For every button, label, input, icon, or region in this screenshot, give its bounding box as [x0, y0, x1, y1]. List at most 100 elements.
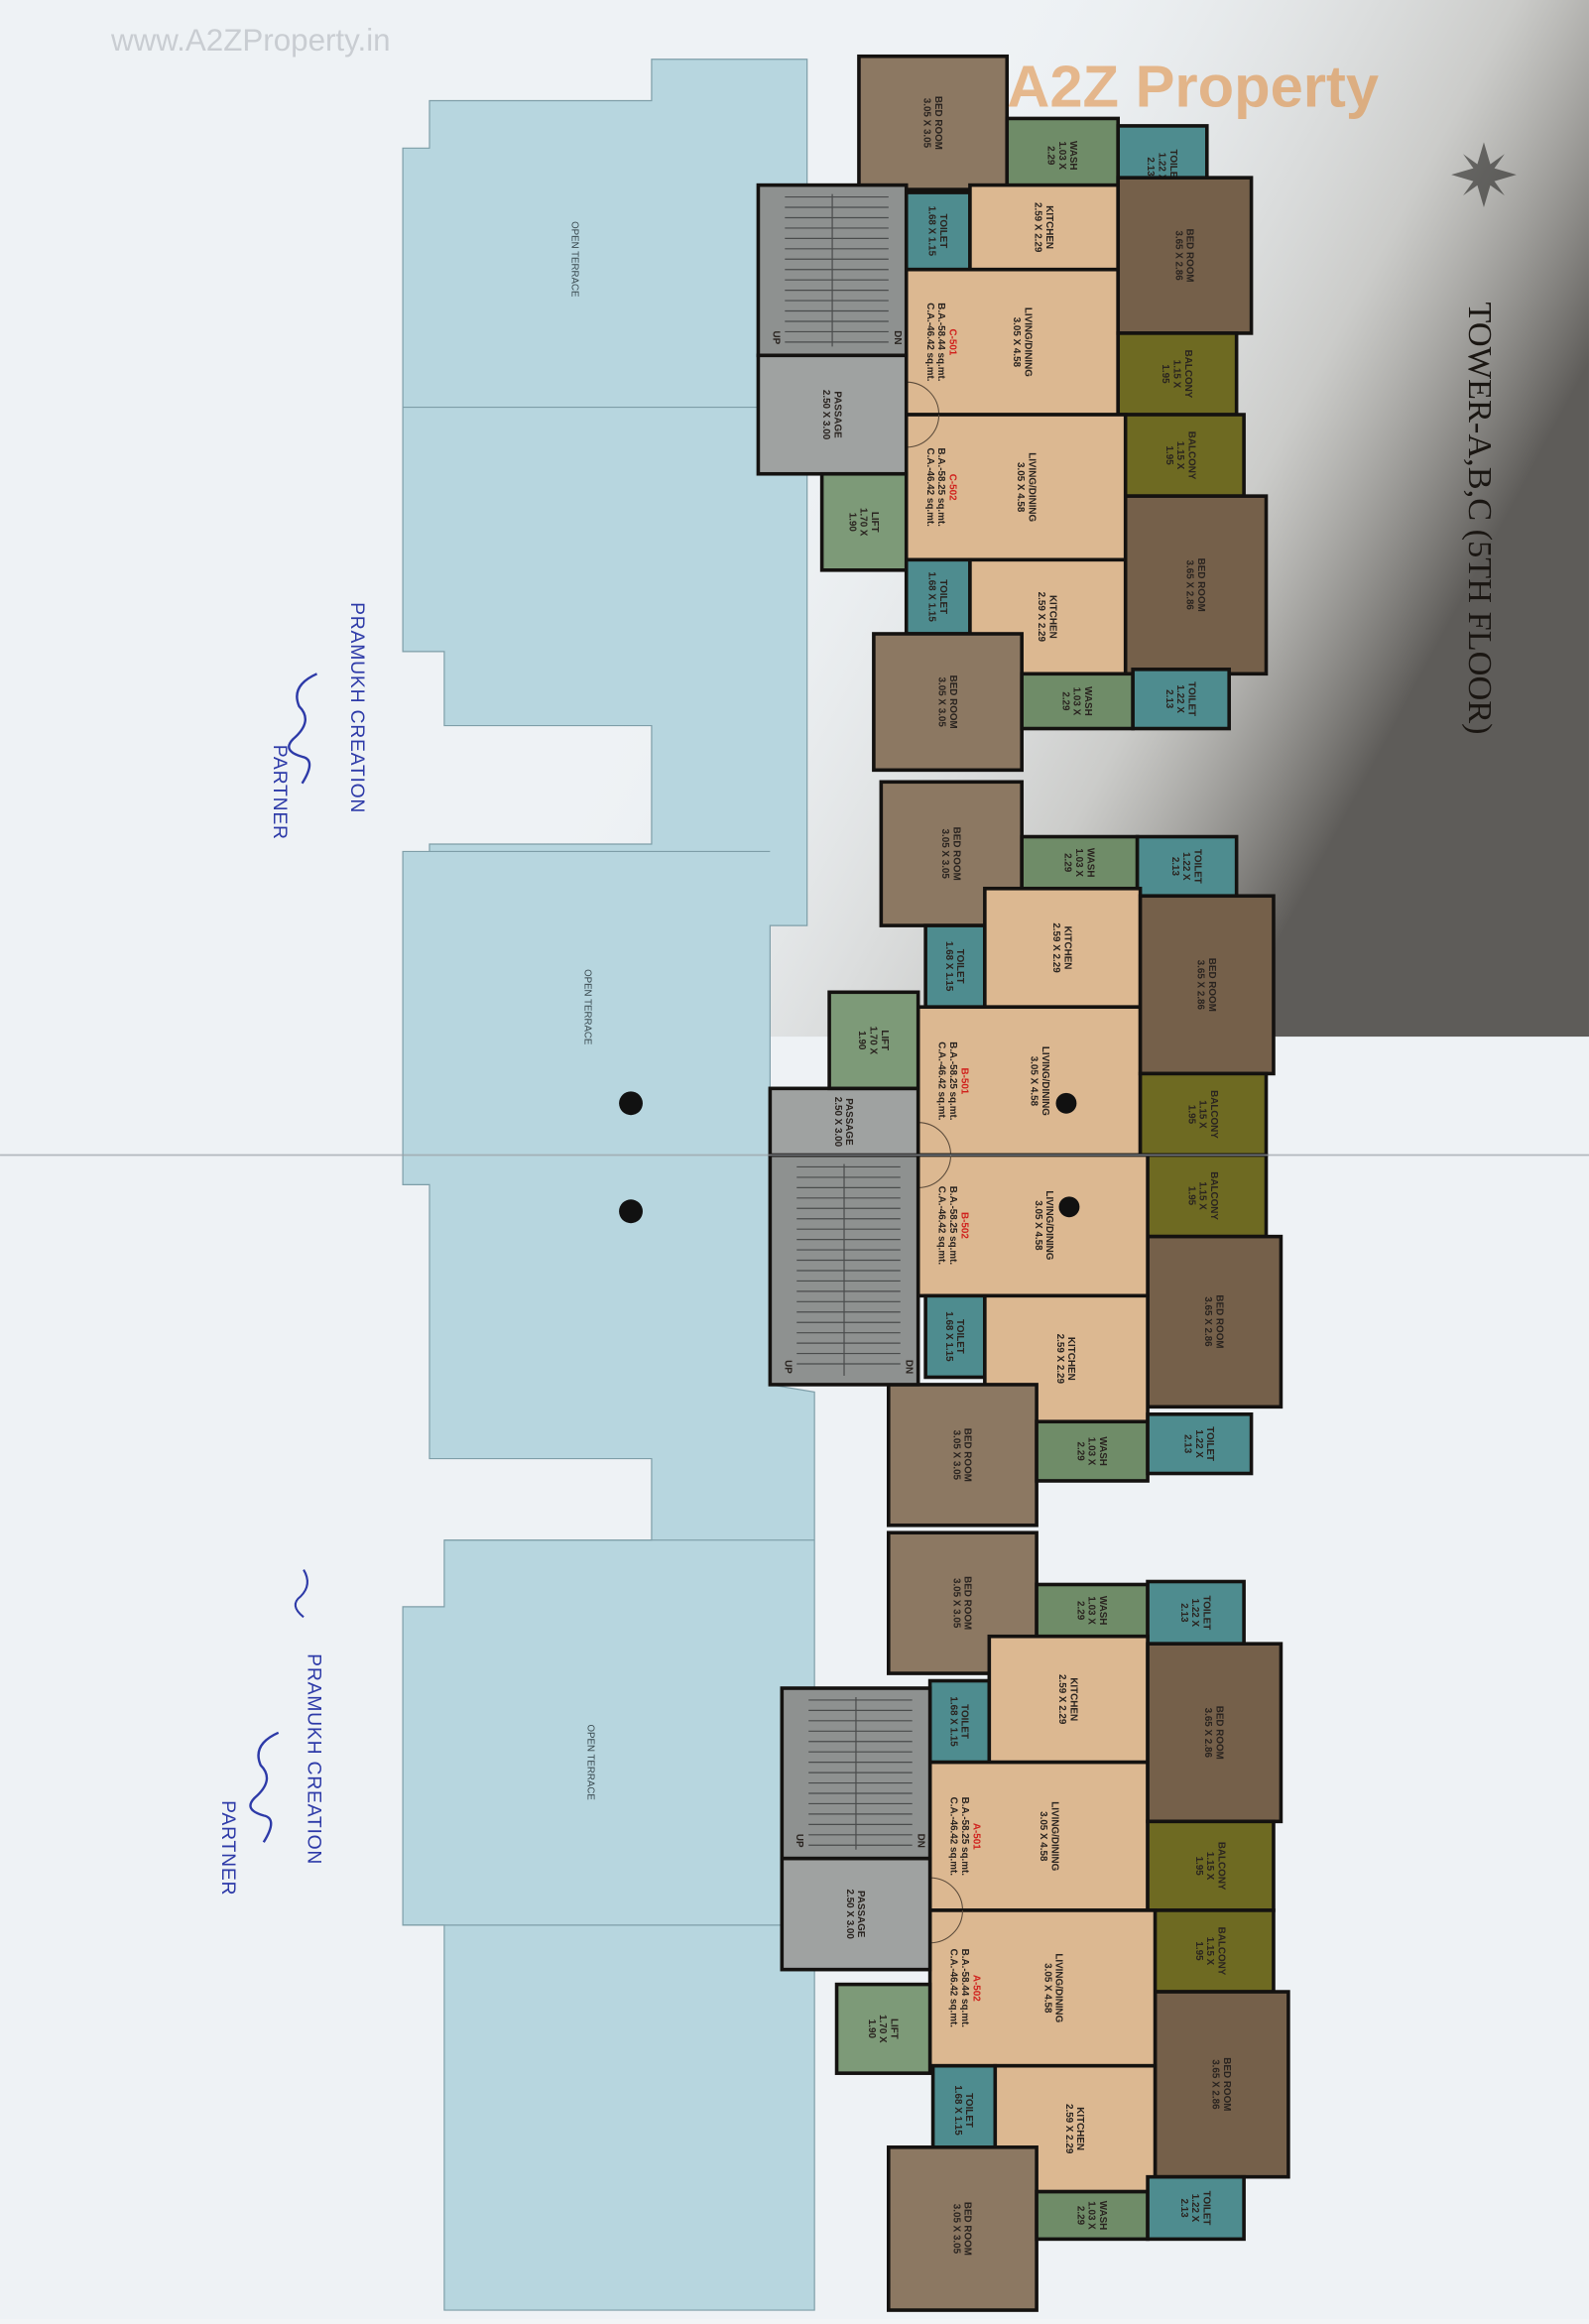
room-label: TOILET1.68 X 1.15 — [943, 1311, 965, 1362]
room-label: WASH1.03 X2.29 — [1062, 848, 1096, 878]
living-dining: LIVING/DINING3.05 X 4.58A-502B.A.-58.44 … — [927, 1908, 1158, 2068]
room-label-line: BED ROOM — [1213, 1294, 1224, 1348]
room-label: WASH1.03 X2.29 — [1044, 141, 1078, 171]
stair-treads — [808, 1699, 913, 1846]
room-label: LIVING/DINING3.05 X 4.58 — [1038, 1801, 1059, 1871]
room-label-line: 2.59 X 2.29 — [1063, 2104, 1074, 2154]
room-label-line: 2.13 — [1182, 1434, 1193, 1454]
partner-stamp: PRAMUKH CREATION PARTNER — [217, 1569, 325, 1896]
built-area: B.A.-58.25 sq.mt. — [935, 448, 946, 528]
room-label: BED ROOM3.65 X 2.86 — [1172, 228, 1194, 282]
room-label-line: TOILET — [963, 2093, 974, 2128]
toilet: TOILET1.22 X2.13 — [1146, 1412, 1254, 1476]
room-label-line: 1.15 X — [1204, 1937, 1215, 1966]
kitchen: KITCHEN2.59 X 2.29 — [987, 1634, 1150, 1765]
room-label-line: 3.05 X 4.58 — [1029, 1056, 1039, 1107]
room-label-line: 2.50 X 3.00 — [820, 390, 831, 440]
terrace-dividers — [403, 406, 815, 1926]
toilet: TOILET1.22 X2.13 — [1146, 2174, 1246, 2242]
room-label-line: BED ROOM — [962, 1428, 973, 1482]
room-label-line: 1.15 X — [1197, 1100, 1208, 1129]
terrace-label: OPEN TERRACE — [582, 969, 593, 1045]
room-label-line: 1.22 X — [1193, 1429, 1204, 1458]
carpet-area: C.A.-46.42 sq.mt. — [936, 1186, 947, 1266]
page-title: TOWER-A,B,C (5TH FLOOR) — [1461, 303, 1499, 735]
room-label-line: 2.13 — [1178, 2198, 1189, 2218]
room-label-line: 2.29 — [1074, 1601, 1085, 1621]
room-label-line: 2.59 X 2.29 — [1050, 922, 1061, 973]
carpet-area: C.A.-46.42 sq.mt. — [924, 303, 935, 382]
room-label: TOILET1.22 X2.13 — [1182, 1426, 1216, 1461]
room-label-line: TOILET — [937, 213, 948, 248]
stamp-role: PARTNER — [269, 745, 291, 840]
room-label-line: WASH — [1067, 141, 1078, 171]
room-label: KITCHEN2.59 X 2.29 — [1054, 1334, 1076, 1385]
staircase: UP DN — [768, 1153, 920, 1387]
room-label-line: 3.05 X 3.05 — [950, 1430, 961, 1481]
balcony: BALCONY1.15 X1.95 — [1146, 1908, 1276, 1994]
passage-area — [780, 1856, 932, 1972]
room-label-line: 2.50 X 3.00 — [844, 1889, 855, 1939]
room-label-line: BED ROOM — [932, 96, 943, 150]
toilet: TOILET1.68 X 1.15 — [904, 557, 972, 636]
room-label: TOILET1.68 X 1.15 — [943, 941, 965, 992]
room-label: KITCHEN2.59 X 2.29 — [1063, 2104, 1085, 2154]
room-label: LIVING/DINING3.05 X 4.58 — [1011, 307, 1033, 377]
room-label-line: KITCHEN — [1074, 2107, 1085, 2150]
bedroom-area — [1146, 1642, 1283, 1824]
room-label: PASSAGE2.50 X 3.00 — [844, 1889, 866, 1939]
room-label-line: 3.05 X 4.58 — [1038, 1811, 1048, 1862]
room-label: LIVING/DINING3.05 X 4.58 — [1033, 1190, 1054, 1260]
room-label-line: 3.65 X 2.86 — [1195, 960, 1206, 1011]
star-compass-icon — [1451, 142, 1517, 208]
room-label-line: 3.05 X 4.58 — [1033, 1200, 1043, 1251]
unit-id: A-501 — [970, 1823, 981, 1850]
living-dining: LIVING/DINING3.05 X 4.58A-501B.A.-58.25 … — [927, 1760, 1150, 1912]
built-area: B.A.-58.44 sq.mt. — [935, 303, 946, 382]
room-label: BALCONY1.15 X1.95 — [1160, 350, 1193, 399]
room-label-line: TOILET — [1201, 1595, 1212, 1630]
living-dining: LIVING/DINING3.05 X 4.58C-502B.A.-58.25 … — [904, 413, 1128, 562]
room-label-line: 3.65 X 2.86 — [1210, 2059, 1221, 2110]
room-label-line: BED ROOM — [962, 1576, 973, 1630]
terrace-label: OPEN TERRACE — [585, 1725, 596, 1801]
room-label: TOILET1.68 X 1.15 — [952, 2085, 974, 2136]
room-label: BED ROOM3.65 X 2.86 — [1202, 1706, 1224, 1760]
room-label-line: 1.70 X — [877, 2015, 888, 2043]
balcony-area — [1116, 331, 1239, 417]
carpet-area: C.A.-46.42 sq.mt. — [948, 1949, 959, 2028]
room-label-line: BED ROOM — [1206, 958, 1217, 1012]
toilet: TOILET1.68 X 1.15 — [923, 1293, 987, 1380]
passage-area — [756, 353, 909, 476]
room-label-line: 2.59 X 2.29 — [1054, 1334, 1065, 1385]
stair-down-label: DN — [904, 1360, 915, 1374]
room-label-line: PASSAGE — [831, 391, 842, 438]
room-label-line: KITCHEN — [1067, 1677, 1078, 1721]
room-label-line: 2.59 X 2.29 — [1056, 1674, 1067, 1725]
room-label-line: BED ROOM — [1184, 228, 1195, 282]
room-label-line: 1.15 X — [1174, 441, 1185, 470]
lift-area — [827, 990, 920, 1091]
room-label-line: TOILET — [954, 1319, 965, 1354]
kitchen: KITCHEN2.59 X 2.29 — [983, 886, 1143, 1010]
bedroom: BED ROOM3.65 X 2.86 — [1123, 494, 1269, 676]
wash-area: WASH1.03 X2.29 — [1035, 1582, 1150, 1639]
carpet-area: C.A.-46.42 sq.mt. — [948, 1797, 959, 1877]
passage-area — [768, 1086, 920, 1158]
room-label: LIFT1.70 X1.90 — [846, 508, 880, 537]
room-label: KITCHEN2.59 X 2.29 — [1032, 202, 1053, 253]
room-label-line: 1.15 X — [1171, 360, 1182, 389]
room-label: TOILET1.22 X2.13 — [1145, 150, 1178, 184]
room-label-line: LIFT — [879, 1030, 890, 1050]
room-label: TOILET1.22 X2.13 — [1178, 2191, 1212, 2226]
room-label-line: 1.70 X — [858, 508, 869, 537]
room-label: BALCONY1.15 X1.95 — [1185, 1171, 1219, 1220]
kitchen-area — [983, 886, 1143, 1010]
toilet: TOILET1.22 X2.13 — [1131, 668, 1231, 731]
bedroom-area — [1153, 1990, 1290, 2179]
stair-up-label: UP — [782, 1360, 793, 1374]
carpet-area: C.A.-46.42 sq.mt. — [936, 1041, 947, 1121]
room-label: TOILET1.22 X2.13 — [1178, 1595, 1212, 1630]
stair-down-label: DN — [892, 330, 903, 344]
